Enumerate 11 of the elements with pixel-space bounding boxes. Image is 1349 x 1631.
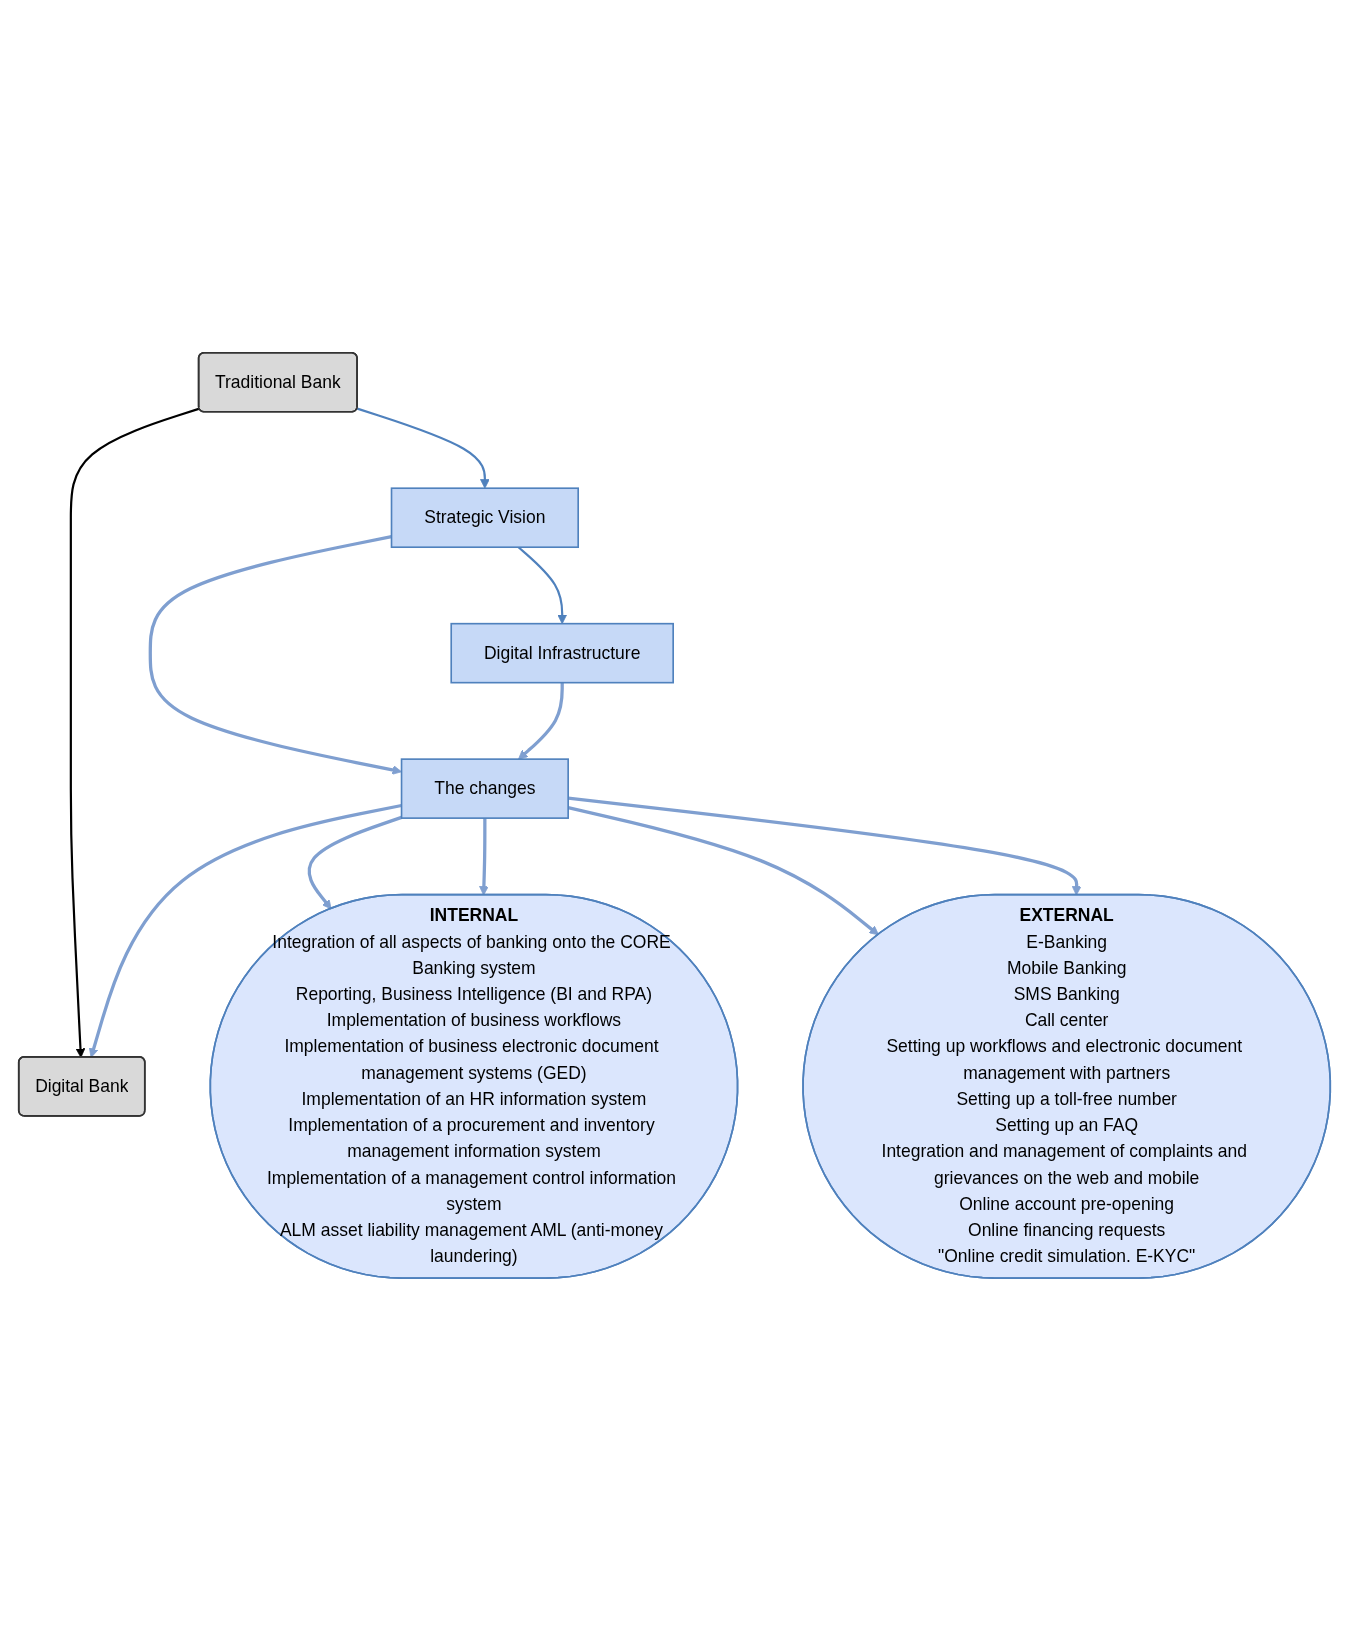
arrow [69, 407, 200, 1058]
arrow [88, 804, 402, 1058]
node-box: The changes [400, 758, 569, 820]
arrow [307, 815, 403, 910]
arrow [479, 818, 489, 896]
arrow [518, 682, 564, 760]
arrow [356, 407, 490, 489]
node-box: Digital Infrastructure [450, 622, 674, 684]
arrow [517, 546, 567, 625]
arrow [148, 535, 402, 775]
node-box: Strategic Vision [390, 487, 579, 549]
